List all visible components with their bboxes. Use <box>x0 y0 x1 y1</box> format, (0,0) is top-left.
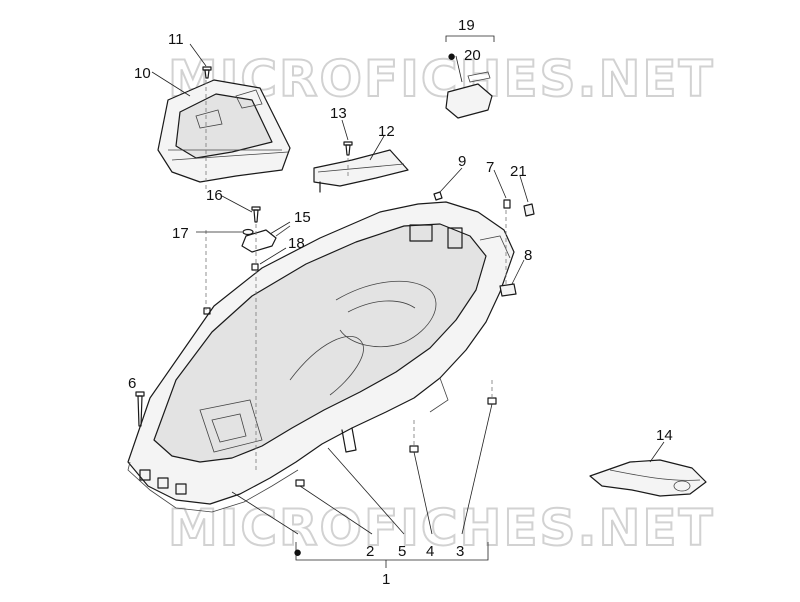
callout-10: 10 <box>134 65 151 82</box>
callout-9: 9 <box>458 153 466 170</box>
leader-12 <box>369 135 385 161</box>
callout-3: 3 <box>456 543 464 560</box>
callout-7: 7 <box>486 159 494 176</box>
callout-18: 18 <box>288 235 305 252</box>
storage-cover <box>157 79 291 183</box>
fastener-7 <box>503 199 511 209</box>
box-20 <box>445 71 493 119</box>
callout-1: 1 <box>382 571 390 588</box>
screw-13 <box>343 141 353 156</box>
nut-left <box>203 307 211 315</box>
callout-19: 19 <box>458 17 475 34</box>
screw-16 <box>251 206 261 223</box>
leader-3 <box>461 403 493 535</box>
callout-13: 13 <box>330 105 347 122</box>
callout-6: 6 <box>128 375 136 392</box>
clip-21 <box>523 203 535 217</box>
connector-15 <box>241 225 291 253</box>
bracket-12 <box>313 149 409 193</box>
fastener-9 <box>433 191 443 201</box>
leader-13 <box>341 119 349 141</box>
fastener-2 <box>295 479 305 487</box>
leader-15 <box>269 221 291 235</box>
clip-8 <box>499 283 517 297</box>
screw-11 <box>202 66 212 79</box>
leader-7 <box>493 169 507 199</box>
leader-5 <box>327 447 405 535</box>
leader-10 <box>151 71 191 97</box>
nut-18 <box>251 263 259 271</box>
bracket-19 <box>445 35 495 42</box>
leader-9 <box>439 167 463 193</box>
callout-11: 11 <box>168 31 184 48</box>
leader-14 <box>649 441 665 463</box>
callout-5: 5 <box>398 543 406 560</box>
leader-16 <box>221 195 253 213</box>
watermark-bottom: MICROFICHES.NET <box>168 499 715 557</box>
callout-2: 2 <box>366 543 374 560</box>
leader-18 <box>259 247 287 265</box>
bracket-1 <box>295 542 489 561</box>
leader-4 <box>413 451 433 535</box>
kit-marker: ● <box>447 48 456 65</box>
leader-kit <box>231 491 299 535</box>
cover-14 <box>589 459 707 497</box>
callout-14: 14 <box>656 427 673 444</box>
bolt-6-head <box>135 391 145 397</box>
callout-4: 4 <box>426 543 434 560</box>
fastener-3 <box>487 397 497 405</box>
callout-17: 17 <box>172 225 189 242</box>
leader-21 <box>519 175 529 203</box>
bolt-6 <box>137 395 143 427</box>
helmet-compartment-tub <box>127 201 515 513</box>
callout-21: 21 <box>510 163 527 180</box>
leader-8 <box>511 259 525 285</box>
callout-8: 8 <box>524 247 532 264</box>
fastener-4 <box>409 445 419 453</box>
callout-12: 12 <box>378 123 395 140</box>
callout-15: 15 <box>294 209 311 226</box>
washer-17 <box>242 228 254 236</box>
group-marker: ● <box>293 544 302 561</box>
leader-11 <box>189 43 207 67</box>
leader-20 <box>455 55 463 83</box>
callout-16: 16 <box>206 187 223 204</box>
leader-2 <box>299 485 373 535</box>
callout-20: 20 <box>464 47 481 64</box>
